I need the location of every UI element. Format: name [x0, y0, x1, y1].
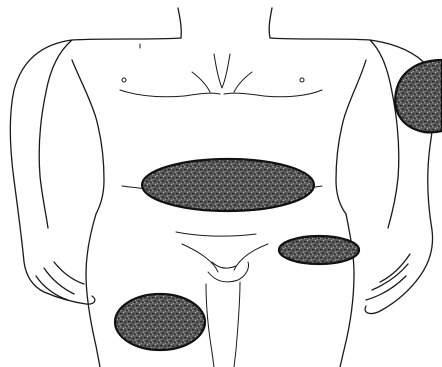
neck: [178, 8, 272, 38]
region-upper-buttock: [279, 236, 359, 264]
chest-details: [120, 44, 322, 97]
region-thigh: [115, 294, 205, 350]
region-abdomen: [142, 159, 314, 211]
highlighted-regions: [115, 60, 442, 350]
pelvis-details: [176, 232, 268, 367]
region-upper-arm: [395, 60, 442, 132]
